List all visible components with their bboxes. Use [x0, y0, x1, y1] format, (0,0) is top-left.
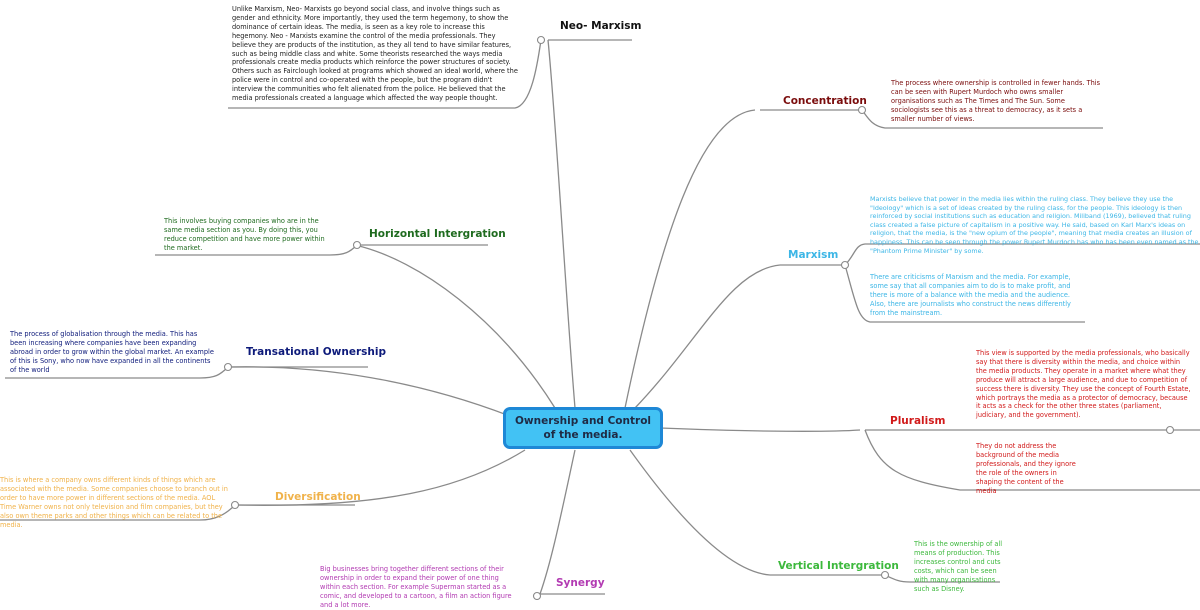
link-marxism: [634, 264, 781, 409]
branch-synergy[interactable]: Synergy: [556, 577, 605, 589]
link-pluralism: [659, 427, 861, 432]
note-neo-marxism: Unlike Marxism, Neo- Marxists go beyond …: [232, 5, 518, 103]
branch-marxism[interactable]: Marxism: [788, 249, 839, 261]
note-concentration: The process where ownership is controlle…: [891, 79, 1101, 123]
note-diversification: This is where a company owns different k…: [0, 476, 228, 529]
note-marxism-2: There are criticisms of Marxism and the …: [870, 273, 1071, 317]
branch-concentration[interactable]: Concentration: [783, 95, 867, 107]
note-pluralism-2: They do not address the background of th…: [976, 442, 1076, 495]
link-horizontal: [354, 244, 556, 409]
branch-pluralism[interactable]: Pluralism: [890, 415, 946, 427]
note-vertical-integration: This is the ownership of all means of pr…: [914, 540, 1003, 593]
branch-transational-ownership[interactable]: Transational Ownership: [246, 346, 386, 358]
link-synergy: [539, 449, 576, 595]
link-vertical: [629, 449, 771, 576]
link-concentration: [624, 109, 756, 409]
central-topic[interactable]: Ownership and Control of the media.: [503, 407, 663, 449]
note-synergy: Big businesses bring together different …: [320, 565, 512, 609]
note-marxism-1: Marxists believe that power in the media…: [870, 195, 1199, 255]
branch-neo-marxism[interactable]: Neo- Marxism: [560, 20, 642, 32]
note-pluralism-1: This view is supported by the media prof…: [976, 349, 1191, 420]
branch-diversification[interactable]: Diversification: [275, 491, 361, 503]
note-horizontal-integration: This involves buying companies who are i…: [164, 217, 325, 252]
note-transational-ownership: The process of globalisation through the…: [10, 330, 214, 374]
branch-vertical-integration[interactable]: Vertical Intergration: [778, 560, 899, 572]
link-neo-marxism: [547, 39, 576, 409]
branch-horizontal-integration[interactable]: Horizontal Intergration: [369, 228, 506, 240]
link-transational: [229, 366, 521, 421]
